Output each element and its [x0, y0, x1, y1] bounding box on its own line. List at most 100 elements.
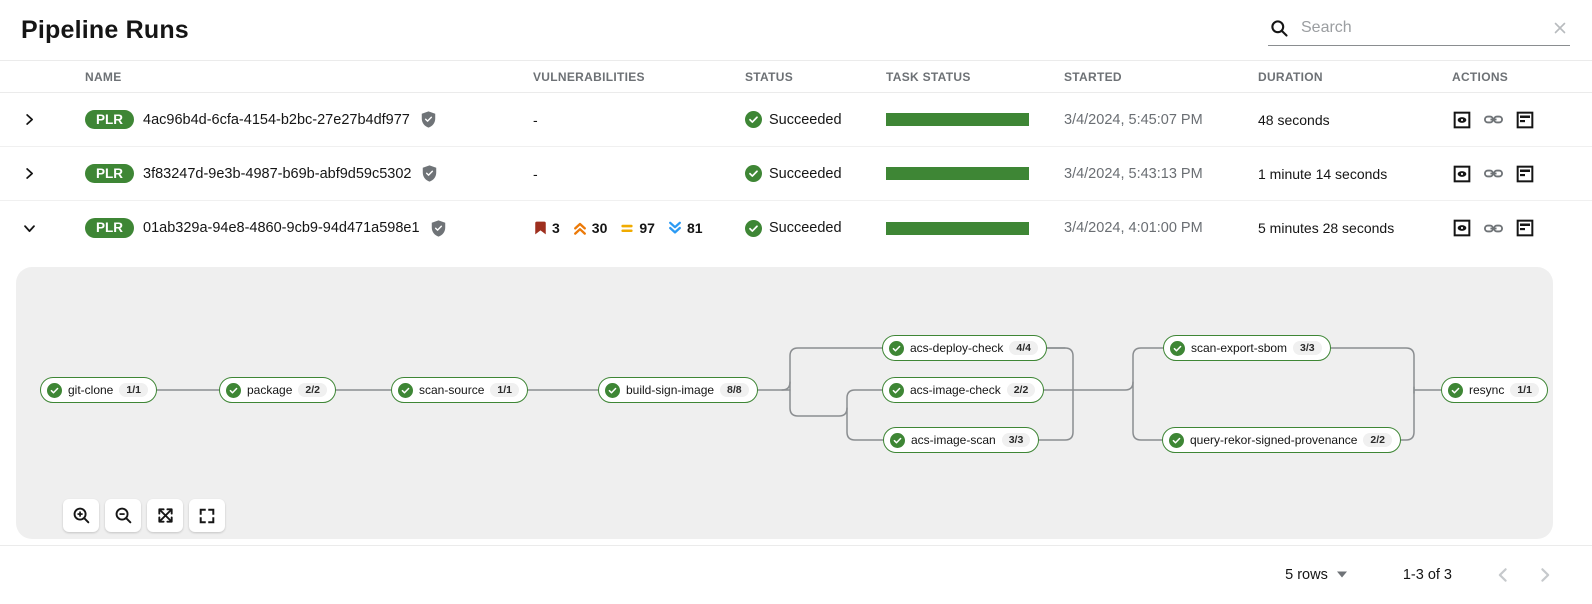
previous-page-chevron-icon[interactable] — [1494, 566, 1512, 584]
search-icon — [1270, 19, 1289, 38]
pipelinerun-name[interactable]: 01ab329a-94e8-4860-9cb9-94d471a598e1 — [143, 220, 420, 236]
task-success-icon — [398, 382, 413, 398]
status-label: Succeeded — [769, 111, 842, 128]
zoom-in-button[interactable] — [63, 499, 99, 532]
pipeline-visualization-panel: git-clone 1/1 package 2/2 scan-source 1/… — [16, 267, 1553, 539]
low-count: 81 — [686, 220, 703, 236]
pipeline-graph-edges — [45, 347, 1457, 441]
expand-row-chevron-right-icon[interactable] — [22, 166, 37, 181]
task-name: resync — [1469, 383, 1505, 397]
high-count: 30 — [591, 220, 608, 236]
expand-row-chevron-right-icon[interactable] — [22, 112, 37, 127]
rows-per-page-select[interactable]: 5 rows — [1285, 567, 1347, 583]
task-success-icon — [47, 382, 62, 398]
column-header-duration: DURATION — [1258, 69, 1323, 84]
pipeline-task-git-clone[interactable]: git-clone 1/1 — [40, 377, 157, 403]
pipeline-task-package[interactable]: package 2/2 — [219, 377, 336, 403]
task-name: git-clone — [68, 383, 114, 397]
started-timestamp: 3/4/2024, 5:43:13 PM — [1064, 165, 1203, 182]
view-output-icon[interactable] — [1452, 164, 1472, 184]
task-name: acs-image-check — [910, 383, 1001, 397]
search-input[interactable] — [1301, 19, 1540, 37]
graph-controls-toolbar — [63, 499, 225, 532]
pipeline-task-acs-deploy-check[interactable]: acs-deploy-check 4/4 — [882, 335, 1047, 361]
task-success-icon — [605, 382, 620, 398]
task-step-count: 2/2 — [1363, 432, 1393, 448]
task-name: query-rekor-signed-provenance — [1190, 433, 1358, 447]
vulnerabilities-empty: - — [533, 111, 538, 128]
expanded-run-details: git-clone 1/1 package 2/2 scan-source 1/… — [0, 255, 1592, 545]
fit-to-screen-icon[interactable] — [147, 499, 183, 532]
task-name: build-sign-image — [626, 383, 715, 397]
column-header-started: STARTED — [1064, 69, 1122, 84]
table-row: PLR 3f83247d-9e3b-4987-b69b-abf9d59c5302… — [0, 147, 1592, 201]
column-header-status: STATUS — [745, 69, 794, 84]
task-success-icon — [1169, 432, 1184, 448]
pipeline-task-scan-export-sbom[interactable]: scan-export-sbom 3/3 — [1163, 335, 1331, 361]
task-name: acs-deploy-check — [910, 341, 1004, 355]
view-output-icon[interactable] — [1452, 110, 1472, 130]
link-icon[interactable] — [1483, 218, 1504, 239]
signed-shield-icon — [420, 164, 439, 183]
task-step-count: 4/4 — [1009, 340, 1038, 356]
pipeline-task-query-rekor-signed-provenance[interactable]: query-rekor-signed-provenance 2/2 — [1162, 427, 1402, 453]
task-status-bar — [886, 113, 1029, 126]
table-footer: 5 rows 1-3 of 3 — [0, 545, 1592, 603]
status-cell: Succeeded — [729, 219, 870, 237]
vulnerabilities-empty: - — [533, 165, 538, 182]
task-name: package — [247, 383, 293, 397]
status-label: Succeeded — [769, 220, 842, 236]
task-step-count: 1/1 — [119, 382, 148, 398]
pipeline-task-scan-source[interactable]: scan-source 1/1 — [391, 377, 528, 403]
link-icon[interactable] — [1483, 109, 1504, 130]
task-step-count: 2/2 — [298, 382, 327, 398]
pipeline-task-acs-image-check[interactable]: acs-image-check 2/2 — [882, 377, 1045, 403]
task-success-icon — [890, 432, 905, 448]
sbom-logs-icon[interactable] — [1515, 218, 1535, 238]
search-box[interactable] — [1268, 15, 1570, 46]
task-step-count: 2/2 — [1006, 382, 1036, 398]
fullscreen-icon[interactable] — [189, 499, 225, 532]
task-name: scan-export-sbom — [1191, 341, 1288, 355]
pipelinerun-kind-badge: PLR — [85, 109, 134, 130]
started-timestamp: 3/4/2024, 4:01:00 PM — [1064, 220, 1203, 236]
column-header-name: NAME — [85, 69, 122, 84]
search-clear-icon[interactable] — [1552, 20, 1568, 36]
medium-count: 97 — [639, 220, 655, 236]
pipeline-task-resync[interactable]: resync 1/1 — [1441, 377, 1548, 403]
duration-value: 1 minute 14 seconds — [1258, 165, 1388, 182]
task-success-icon — [889, 340, 904, 356]
task-status-bar — [886, 167, 1029, 180]
pipelinerun-kind-badge: PLR — [85, 218, 134, 238]
view-output-icon[interactable] — [1452, 218, 1472, 238]
pipelinerun-name[interactable]: 3f83247d-9e3b-4987-b69b-abf9d59c5302 — [143, 165, 412, 182]
zoom-out-button[interactable] — [105, 499, 141, 532]
status-cell: Succeeded — [729, 165, 870, 182]
task-step-count: 8/8 — [720, 382, 749, 398]
sbom-logs-icon[interactable] — [1515, 110, 1535, 130]
pipelinerun-kind-badge: PLR — [85, 163, 134, 184]
rows-per-page-label: 5 rows — [1285, 566, 1328, 583]
critical-count: 3 — [552, 220, 560, 236]
pipeline-task-build-sign-image[interactable]: build-sign-image 8/8 — [598, 377, 758, 403]
pipelinerun-name[interactable]: 4ac96b4d-6cfa-4154-b2bc-27e27b4df977 — [143, 111, 410, 128]
top-bar: Pipeline Runs — [0, 0, 1592, 60]
pipeline-task-acs-image-scan[interactable]: acs-image-scan 3/3 — [883, 427, 1040, 453]
task-step-count: 3/3 — [1293, 340, 1322, 356]
column-header-actions: ACTIONS — [1452, 69, 1509, 84]
table-header-row: NAME VULNERABILITIES STATUS TASK STATUS … — [0, 60, 1592, 93]
vulnerabilities-summary[interactable]: 3 30 97 81 — [517, 220, 729, 236]
task-status-bar — [886, 221, 1029, 235]
column-header-vulnerabilities: VULNERABILITIES — [533, 69, 645, 84]
next-page-chevron-icon[interactable] — [1536, 566, 1554, 584]
status-label: Succeeded — [769, 165, 842, 182]
sbom-logs-icon[interactable] — [1515, 164, 1535, 184]
task-name: acs-image-scan — [911, 433, 996, 447]
column-header-task-status: TASK STATUS — [886, 69, 971, 84]
table-row: PLR 01ab329a-94e8-4860-9cb9-94d471a598e1… — [0, 201, 1592, 255]
pagination-range-label: 1-3 of 3 — [1402, 566, 1452, 583]
task-success-icon — [1448, 382, 1463, 398]
signed-shield-icon — [419, 110, 438, 129]
collapse-row-chevron-down-icon[interactable] — [22, 221, 37, 236]
link-icon[interactable] — [1483, 163, 1504, 184]
